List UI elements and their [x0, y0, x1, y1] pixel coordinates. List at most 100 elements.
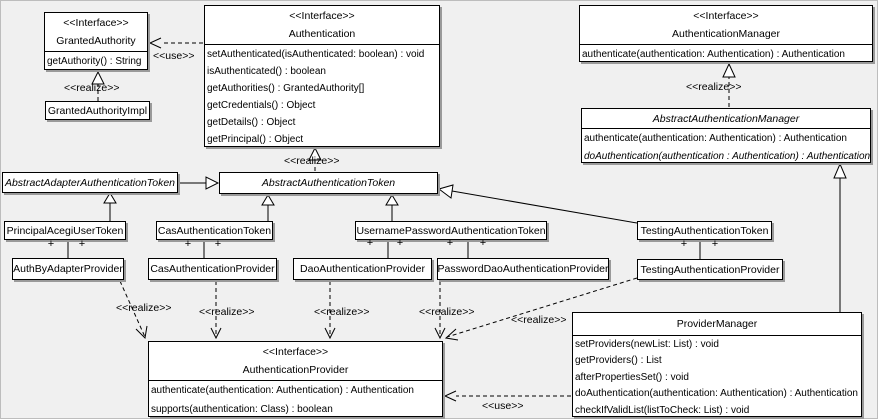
stereotype-label: <<Interface>> — [693, 10, 759, 22]
class-cas-authentication-provider[interactable]: CasAuthenticationProvider — [148, 258, 277, 280]
class-auth-by-adapter-provider[interactable]: AuthByAdapterProvider — [12, 258, 124, 280]
class-principal-acegi-user-token[interactable]: PrincipalAcegiUserToken — [4, 221, 126, 240]
edge-generalization-providermanager-absmanager[interactable] — [833, 162, 847, 312]
class-granted-authority-impl[interactable]: GrantedAuthorityImpl — [45, 101, 150, 120]
class-name: PasswordDaoAuthenticationProvider — [437, 263, 609, 275]
class-name: UsernamePasswordAuthenticationToken — [356, 224, 546, 237]
edge-generalization-adapter-token[interactable] — [178, 176, 220, 190]
class-password-dao-authentication-provider[interactable]: PasswordDaoAuthenticationProvider — [437, 258, 609, 280]
class-name: GrantedAuthorityImpl — [47, 104, 148, 117]
class-abstract-authentication-manager[interactable]: AbstractAuthenticationManager authentica… — [581, 108, 871, 163]
method-label: getPrincipal() : Object — [207, 134, 304, 146]
class-username-password-authentication-token[interactable]: UsernamePasswordAuthenticationToken — [355, 221, 547, 240]
plus-marker: + — [78, 238, 86, 250]
class-name: Authentication — [288, 28, 356, 40]
plus-marker: + — [711, 238, 719, 250]
realize-label: <<realize>> — [511, 314, 567, 326]
class-name: AbstractAuthenticationToken — [261, 177, 396, 189]
class-name: TestingAuthenticationToken — [640, 224, 769, 237]
method-label: doAuthentication(authentication : Authen… — [584, 150, 871, 162]
class-name: AbstractAuthenticationManager — [652, 112, 800, 125]
method-label: afterPropertiesSet() : void — [575, 371, 689, 383]
class-name: PrincipalAcegiUserToken — [6, 224, 124, 237]
class-granted-authority[interactable]: <<Interface>> GrantedAuthority getAuthor… — [44, 12, 148, 70]
edge-generalization-testing-token[interactable] — [437, 184, 638, 224]
class-name: ProviderManager — [676, 318, 758, 330]
plus-marker: + — [396, 237, 404, 249]
realize-label: <<realize>> — [284, 155, 340, 167]
stereotype-label: <<Interface>> — [262, 346, 329, 358]
edge-realize-testingprovider-provider[interactable] — [444, 277, 638, 341]
plus-marker: + — [214, 238, 222, 250]
method-label: getAuthority() : String — [47, 56, 142, 67]
edge-realize-casprovider-provider[interactable] — [210, 281, 222, 340]
realize-label: <<realize>> — [419, 306, 475, 318]
stereotype-label: <<Interface>> — [63, 17, 129, 29]
realize-label: <<realize>> — [116, 302, 172, 314]
class-name: GrantedAuthority — [56, 35, 136, 47]
method-label: authenticate(authentication: Authenticat… — [582, 49, 845, 60]
class-provider-manager[interactable]: ProviderManager setProviders(newList: Li… — [572, 312, 862, 417]
plus-marker: + — [184, 238, 192, 250]
realize-label: <<realize>> — [686, 81, 742, 93]
class-name: DaoAuthenticationProvider — [300, 263, 425, 275]
method-label: supports(authentication: Class) : boolea… — [151, 403, 333, 415]
class-cas-authentication-token[interactable]: CasAuthenticationToken — [156, 221, 273, 240]
method-label: checkIfValidList(listToCheck: List) : vo… — [575, 404, 750, 416]
edge-realize-passworddao-provider[interactable] — [434, 281, 446, 340]
method-label: setProviders(newList: List) : void — [575, 339, 719, 350]
edge-realize-authbyadapter-provider[interactable] — [119, 280, 148, 340]
class-name: CasAuthenticationProvider — [150, 263, 275, 275]
class-header: <<Interface>> Authentication — [205, 6, 439, 45]
plus-marker: + — [47, 238, 55, 250]
method-label: getCredentials() : Object — [207, 100, 316, 112]
realize-label: <<realize>> — [314, 306, 370, 318]
edge-use-authentication-grantedauthority[interactable] — [148, 37, 203, 49]
method-label: getDetails() : Object — [207, 117, 296, 129]
class-authentication-manager[interactable]: <<Interface>> AuthenticationManager auth… — [579, 5, 873, 62]
class-abstract-adapter-authentication-token[interactable]: AbstractAdapterAuthenticationToken — [2, 172, 178, 193]
class-name: TestingAuthenticationProvider — [640, 263, 780, 276]
edge-generalization-principal-adapter[interactable] — [103, 192, 117, 221]
class-authentication-provider[interactable]: <<Interface>> AuthenticationProvider aut… — [148, 341, 443, 417]
edge-realize-daoprovider-provider[interactable] — [324, 281, 336, 340]
class-name: AuthenticationProvider — [242, 364, 349, 376]
plus-marker: + — [680, 238, 688, 250]
class-name: AuthenticationManager — [672, 28, 780, 40]
edge-generalization-cas-token[interactable] — [261, 194, 275, 221]
method-label: getProviders() : List — [575, 355, 662, 367]
use-label: <<use>> — [482, 400, 524, 412]
edge-realize-token-authentication[interactable] — [308, 146, 322, 171]
edge-realize-absmanager-manager[interactable] — [722, 62, 736, 107]
use-label: <<use>> — [153, 50, 195, 62]
class-name: AuthByAdapterProvider — [13, 263, 123, 275]
method-label: doAuthentication(authentication: Authent… — [575, 388, 858, 400]
realize-label: <<realize>> — [64, 82, 120, 94]
method-label: isAuthenticated() : boolean — [207, 66, 326, 78]
class-dao-authentication-provider[interactable]: DaoAuthenticationProvider — [293, 258, 432, 280]
stereotype-label: <<Interface>> — [289, 10, 355, 22]
plus-marker: + — [446, 237, 454, 249]
method-label: setAuthenticated(isAuthenticated: boolea… — [207, 49, 425, 60]
edge-use-providermanager-provider[interactable] — [443, 390, 571, 402]
method-label: getAuthorities() : GrantedAuthority[] — [207, 83, 365, 95]
class-header: <<Interface>> AuthenticationProvider — [149, 342, 442, 381]
class-header: <<Interface>> GrantedAuthority — [45, 13, 147, 52]
class-authentication[interactable]: <<Interface>> Authentication setAuthenti… — [204, 5, 440, 147]
class-name: CasAuthenticationToken — [157, 224, 272, 237]
plus-marker: + — [366, 237, 374, 249]
method-label: authenticate(authentication: Authenticat… — [584, 133, 847, 144]
class-header: AbstractAuthenticationManager — [582, 109, 870, 129]
class-header: <<Interface>> AuthenticationManager — [580, 6, 872, 45]
edge-realize-impl-grantedauthority[interactable] — [91, 70, 105, 101]
class-header: ProviderManager — [573, 313, 861, 336]
class-abstract-authentication-token[interactable]: AbstractAuthenticationToken — [219, 172, 438, 194]
edge-generalization-userpwd-token[interactable] — [385, 194, 399, 221]
plus-marker: + — [479, 237, 487, 249]
realize-label: <<realize>> — [199, 306, 255, 318]
class-testing-authentication-token[interactable]: TestingAuthenticationToken — [637, 221, 772, 240]
class-testing-authentication-provider[interactable]: TestingAuthenticationProvider — [637, 259, 783, 280]
class-name: AbstractAdapterAuthenticationToken — [4, 176, 176, 189]
